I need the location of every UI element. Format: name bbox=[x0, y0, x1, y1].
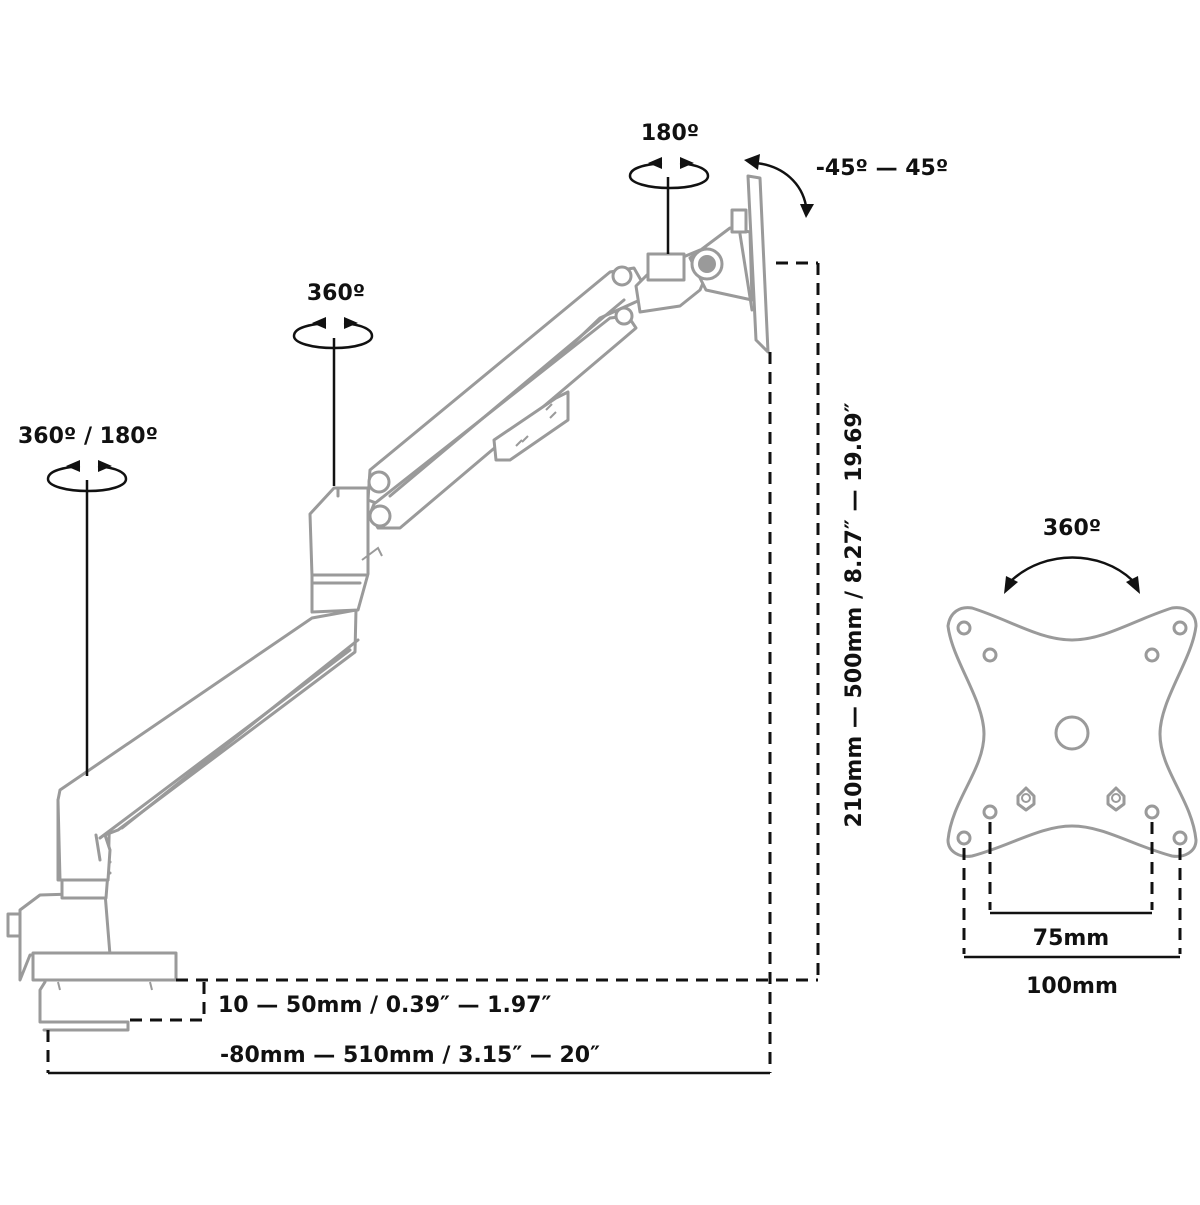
clamp-range-dimension: 10 — 50mm / 0.39″ — 1.97″ bbox=[130, 982, 551, 1022]
reach-range-label: -80mm — 510mm / 3.15″ — 20″ bbox=[220, 1043, 600, 1068]
reach-range-dimension: -80mm — 510mm / 3.15″ — 20″ bbox=[46, 352, 772, 1075]
monitor-arm-illustration bbox=[6, 174, 770, 1032]
clamp-range-label: 10 — 50mm / 0.39″ — 1.97″ bbox=[218, 993, 551, 1018]
tilt-arrow-icon bbox=[744, 154, 814, 218]
elbow-rotation-label: 360º bbox=[307, 281, 365, 306]
vesa-small-label: 75mm bbox=[1033, 926, 1109, 951]
vesa-100-dimension: 100mm bbox=[962, 848, 1182, 999]
head-swivel-label: 180º bbox=[641, 121, 699, 146]
head-swivel-indicator: 180º bbox=[628, 121, 710, 254]
desk-clamp bbox=[6, 891, 178, 1032]
tilt-indicator: -45º — 45º bbox=[744, 154, 948, 218]
base-rotation-indicator: 360º / 180º bbox=[18, 424, 158, 776]
vesa-rotation-label: 360º bbox=[1043, 516, 1101, 541]
head-mount bbox=[634, 174, 770, 354]
upper-arm bbox=[361, 265, 644, 561]
rotation-arc-icon bbox=[1004, 556, 1140, 594]
base-rotation-label: 360º / 180º bbox=[18, 424, 158, 449]
lower-arm bbox=[56, 608, 360, 882]
vesa-plate-diagram: 360º 75mm bbox=[946, 516, 1198, 999]
rotation-arrows-icon bbox=[628, 157, 710, 190]
height-range-label: 210mm — 500mm / 8.27″ — 19.69″ bbox=[842, 402, 867, 827]
height-range-dimension: 210mm — 500mm / 8.27″ — 19.69″ bbox=[176, 261, 867, 982]
elbow-joint bbox=[308, 486, 370, 614]
tilt-label: -45º — 45º bbox=[816, 156, 949, 181]
vesa-holes bbox=[956, 620, 1188, 846]
elbow-rotation-indicator: 360º bbox=[292, 281, 374, 486]
vesa-large-label: 100mm bbox=[1026, 974, 1118, 999]
vesa-75-dimension: 75mm bbox=[988, 822, 1154, 951]
